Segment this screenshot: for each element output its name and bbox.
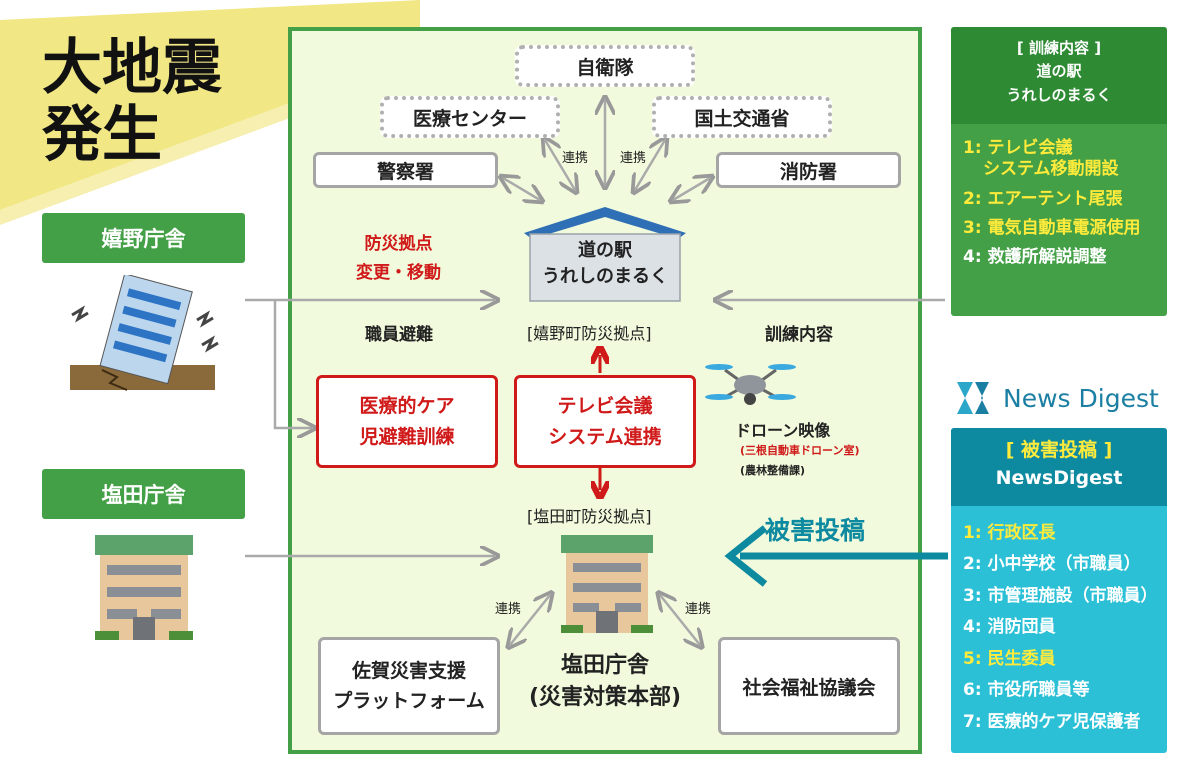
newsdigest-brand: News Digest [1003, 384, 1159, 413]
staff-evac-label: 職員避難 [365, 325, 433, 345]
keisatsu-box: 警察署 [313, 152, 498, 188]
kunren-naiyo-label: 訓練内容 [765, 325, 833, 345]
saga-platform-box: 佐賀災害支援 プラットフォーム [318, 637, 500, 735]
iryo-center-box: 医療センター [380, 96, 560, 138]
drone-title: ドローン映像 [735, 421, 831, 440]
damage-item-6: 6: 市役所職員等 [963, 680, 1090, 701]
renkei-label-bottom-left: 連携 [495, 602, 522, 617]
damage-item-5: 5: 民生委員 [963, 648, 1056, 669]
drone-sub1: (三根自動車ドローン室) [740, 444, 860, 457]
training-panel-header: [ 訓練内容 ] 道の駅 うれしのまるく [951, 27, 1167, 124]
shioda-base-label: [塩田町防災拠点] [527, 507, 652, 526]
damage-header-line2: NewsDigest [995, 466, 1123, 489]
page-title-line2: 発生 [42, 100, 162, 170]
office-building-icon [95, 535, 193, 640]
higai-toko-label: 被害投稿 [765, 516, 866, 545]
bosai-change-line1: 防災拠点 [364, 234, 433, 254]
tv-conference-box: テレビ会議 システム連携 [514, 375, 696, 468]
iryo-care-line2: 児避難訓練 [359, 425, 455, 448]
damage-report-panel: [ 被害投稿 ] NewsDigest 1: 行政区長 2: 小中学校（市職員）… [951, 428, 1167, 753]
bosai-change-line2: 変更・移動 [356, 262, 441, 283]
renkei-label-left: 連携 [562, 151, 589, 166]
training-item-1: 1: テレビ会議 [963, 138, 1073, 158]
ureshino-base-label: [嬉野町防災拠点] [527, 324, 652, 343]
drone-sub2: (農林整備課) [740, 464, 806, 477]
training-panel: [ 訓練内容 ] 道の駅 うれしのまるく 1: テレビ会議 システム移動開設 2… [951, 27, 1167, 316]
renkei-label-right: 連携 [620, 151, 647, 166]
training-header-line1: [ 訓練内容 ] [1016, 39, 1102, 57]
damage-item-2: 2: 小中学校（市職員） [963, 554, 1141, 575]
saga-line2: プラットフォーム [333, 690, 485, 712]
training-list: 1: テレビ会議 システム移動開設 2: エアーテント尾張 3: 電気自動車電源… [951, 124, 1167, 268]
training-item-2: 2: エアーテント尾張 [963, 188, 1123, 209]
shioda-hq-text: 塩田庁舎 (災害対策本部) [510, 650, 700, 714]
shioda-hq-building-icon [561, 535, 653, 633]
damage-panel-header: [ 被害投稿 ] NewsDigest [951, 428, 1167, 506]
jieitai-box: 自衛隊 [515, 45, 695, 87]
page-title-line1: 大地震 [42, 33, 222, 103]
damage-item-4: 4: 消防団員 [963, 617, 1056, 638]
training-header-line2: 道の駅 [1036, 62, 1082, 81]
drone-icon [705, 364, 796, 405]
saga-line1: 佐賀災害支援 [351, 659, 466, 682]
shioda-hq-line2: (災害対策本部) [528, 684, 682, 710]
iryo-care-line1: 医療的ケア [359, 395, 455, 418]
shioda-hq-line1: 塩田庁舎 [560, 653, 649, 678]
damage-item-3: 3: 市管理施設（市職員） [963, 585, 1158, 606]
station-name-line1: 道の駅 [578, 240, 632, 261]
bosai-change-text: 防災拠点 変更・移動 [356, 230, 441, 288]
damage-item-1: 1: 行政区長 [963, 523, 1056, 543]
kokudo-box: 国土交通省 [652, 96, 832, 138]
station-house-icon [524, 207, 686, 302]
collapsed-building-icon [70, 275, 219, 391]
damage-list: 1: 行政区長 2: 小中学校（市職員） 3: 市管理施設（市職員） 4: 消防… [951, 506, 1167, 738]
tv-conf-line2: システム連携 [548, 425, 662, 448]
training-item-1b: システム移動開設 [983, 159, 1119, 180]
training-item-3: 3: 電気自動車電源使用 [963, 217, 1141, 238]
shioda-office-label: 塩田庁舎 [42, 469, 245, 519]
iryo-care-training-box: 医療的ケア 児避難訓練 [316, 375, 498, 468]
station-name: 道の駅 うれしのまるく [530, 238, 680, 290]
shobo-box: 消防署 [716, 152, 901, 188]
tv-conf-line1: テレビ会議 [557, 395, 653, 418]
shakai-fukushi-box: 社会福祉協議会 [718, 637, 900, 735]
training-item-4: 4: 救護所解説調整 [963, 247, 1107, 267]
ureshino-office-label: 嬉野庁舎 [42, 213, 245, 263]
renkei-label-bottom-right: 連携 [685, 602, 712, 617]
training-header-line3: うれしのまるく [1006, 85, 1112, 104]
damage-item-7: 7: 医療的ケア児保護者 [963, 711, 1141, 732]
station-name-line2: うれしのまるく [542, 266, 668, 288]
newsdigest-logo-icon [957, 382, 989, 414]
damage-header-line1: [ 被害投稿 ] [1005, 439, 1113, 461]
